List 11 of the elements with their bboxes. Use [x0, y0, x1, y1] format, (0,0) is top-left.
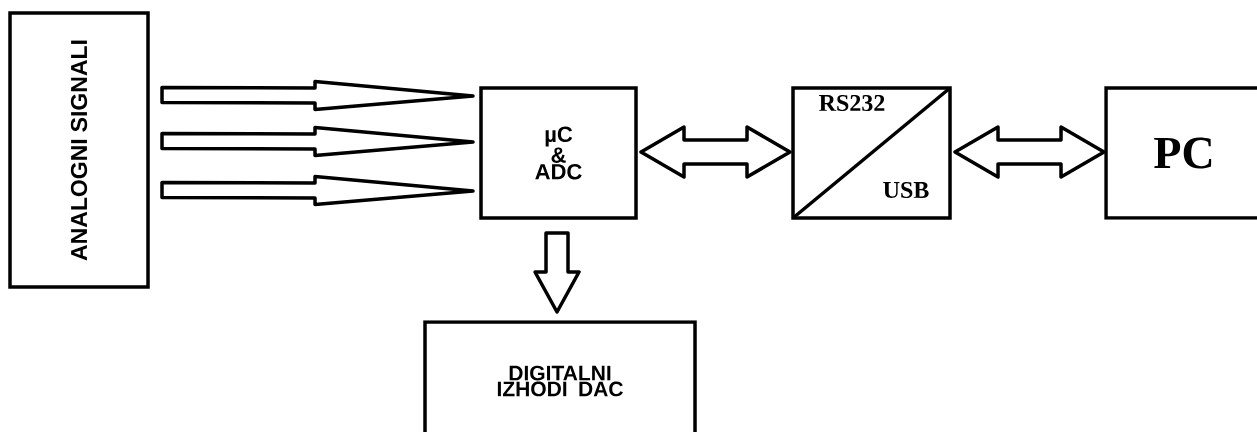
converter-box: RS232 USB — [791, 86, 952, 220]
processor-box: µC & ADC — [479, 86, 638, 220]
block-arrow — [533, 231, 581, 314]
block-arrow — [953, 125, 1106, 179]
output-box: DIGITALNI IZHODI DAC — [423, 320, 697, 432]
block-arrow — [160, 174, 475, 207]
pc-box: PC — [1104, 86, 1257, 220]
input-box: ANALOGNI SIGNALI — [8, 11, 150, 289]
block-arrow — [160, 79, 475, 112]
block-arrow — [160, 125, 475, 158]
block-arrow — [639, 125, 792, 179]
